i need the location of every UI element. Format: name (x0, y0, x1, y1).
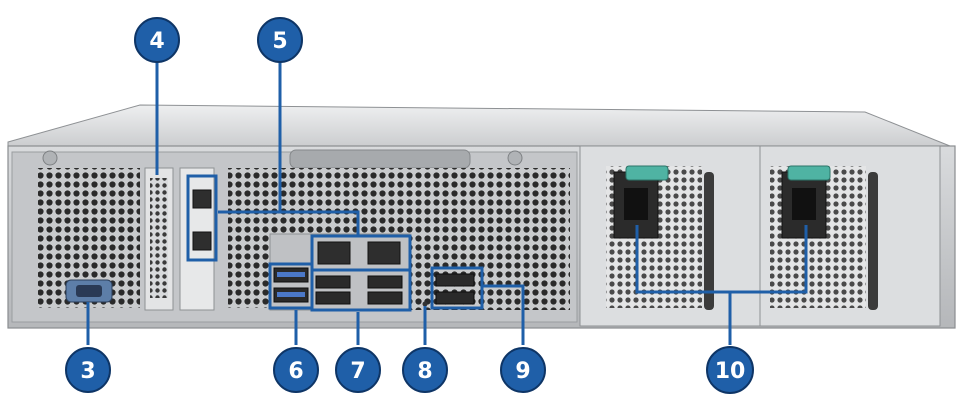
lan-ports (317, 241, 401, 265)
callout-line-9 (482, 284, 525, 345)
callout-line-10 (635, 225, 808, 294)
callout-label-8: 8 (417, 359, 432, 384)
callout-line-5b (280, 210, 360, 236)
power-supply-left (579, 145, 761, 327)
callout-badge-5: 5 (257, 17, 303, 63)
callout-badge-3: 3 (65, 347, 111, 393)
callout-label-3: 3 (80, 359, 95, 384)
center-vent (308, 168, 570, 234)
rj45-port (192, 231, 212, 251)
reset-button (422, 301, 428, 307)
callout-label-6: 6 (288, 359, 303, 384)
power-supply-right (759, 145, 941, 327)
rj45-port (192, 189, 212, 209)
handle-bar (289, 149, 471, 169)
callout-label-9: 9 (515, 359, 530, 384)
psu-handle (704, 172, 714, 310)
callout-label-4: 4 (149, 29, 164, 54)
usb-ports-pair (273, 267, 309, 303)
callout-label-7: 7 (350, 359, 365, 384)
callout-badge-10: 10 (706, 346, 754, 394)
callout-label-5: 5 (272, 29, 287, 54)
callout-badge-8: 8 (402, 347, 448, 393)
callout-frame-4 (186, 174, 218, 262)
expansion-ports (435, 273, 475, 305)
psu-handle (868, 172, 878, 310)
expansion-slots (144, 167, 215, 311)
callout-lines (86, 60, 808, 345)
callout-badge-7: 7 (335, 347, 381, 393)
psu-latch (625, 165, 669, 181)
callout-badge-6: 6 (273, 347, 319, 393)
vga-connector (76, 285, 102, 297)
callout-badge-4: 4 (134, 17, 180, 63)
right-vent (410, 234, 570, 310)
callout-badge-9: 9 (500, 347, 546, 393)
callout-frame-9 (430, 266, 484, 310)
callout-frame-7 (310, 268, 412, 312)
usb-ports-quad (315, 275, 403, 305)
callout-label-10: 10 (715, 359, 746, 384)
psu-latch (787, 165, 831, 181)
